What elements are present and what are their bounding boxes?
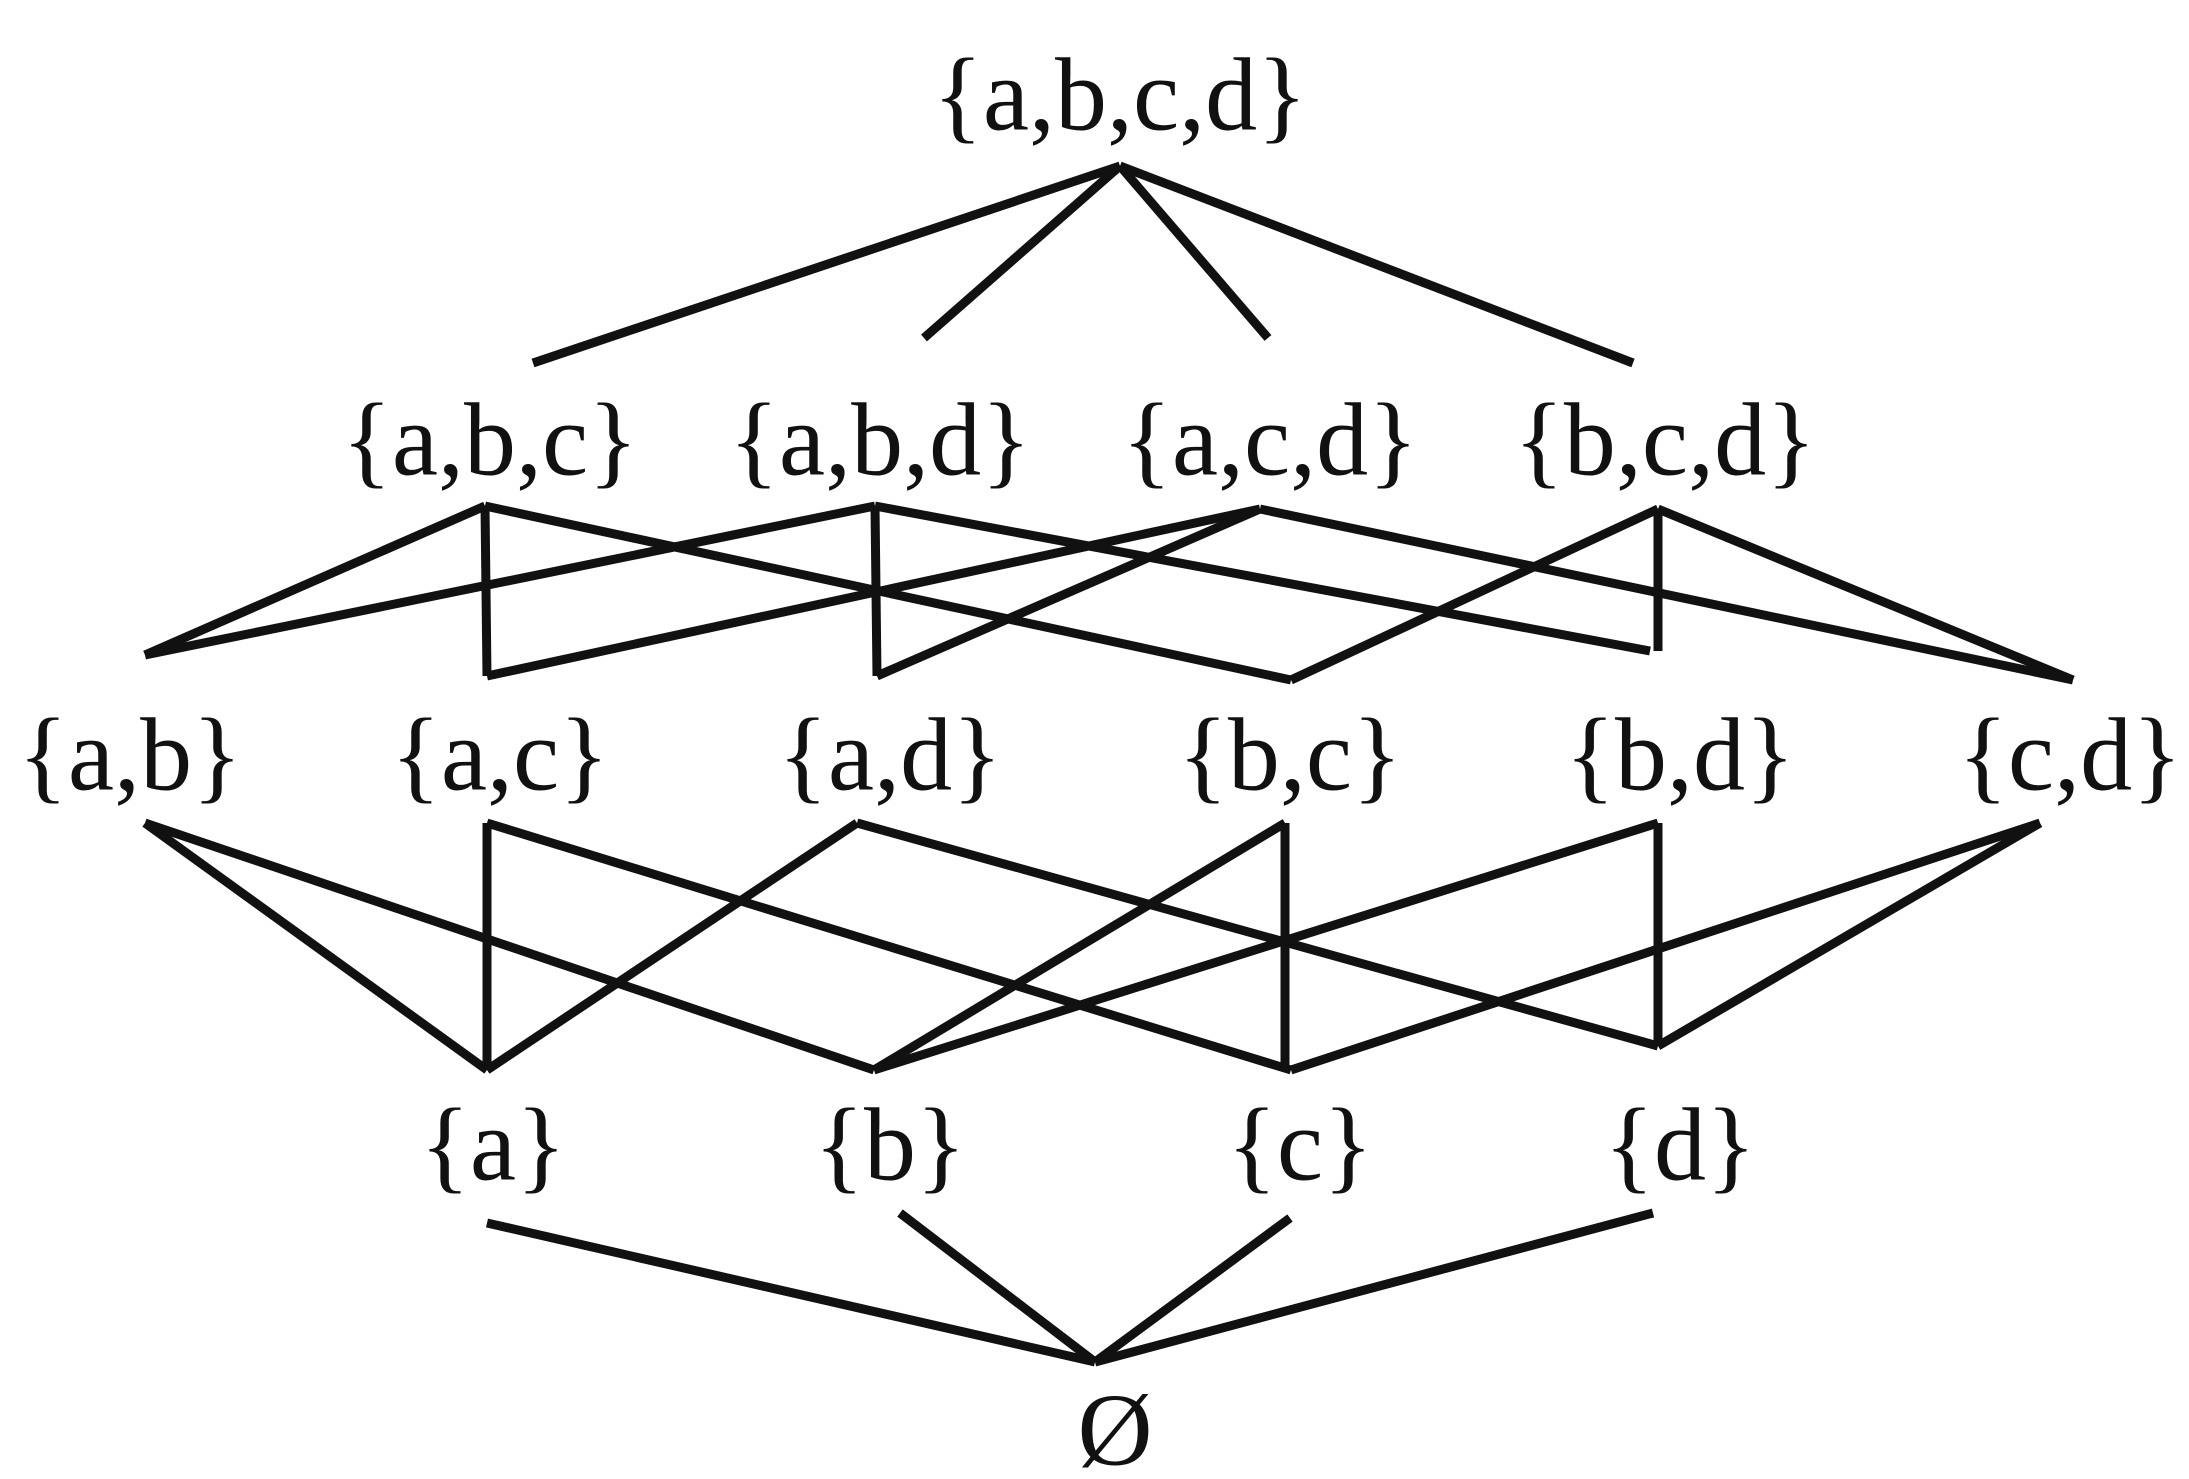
node-label-ac: {a,c} bbox=[391, 698, 609, 813]
edge-a-to-empty bbox=[485, 1218, 1097, 1367]
node-label-bcd: {b,c,d} bbox=[1514, 383, 1816, 498]
edge-acd-to-ac bbox=[486, 504, 1261, 681]
edge-bcd-to-cd bbox=[1656, 504, 2075, 685]
edge-abd-to-ab bbox=[144, 501, 876, 660]
edge-abc-to-ab bbox=[143, 501, 487, 660]
edge-acd-to-ad bbox=[875, 504, 1262, 681]
node-label-d: {d} bbox=[1604, 1088, 1756, 1203]
node-label-abc: {a,b,c} bbox=[342, 383, 638, 498]
edge-abcd-to-abc bbox=[531, 161, 1122, 368]
edge-bd-to-b bbox=[872, 818, 1660, 1075]
edge-d-to-empty bbox=[1093, 1208, 1655, 1367]
edge-cd-to-c bbox=[1289, 818, 2042, 1075]
node-label-bc: {b,c} bbox=[1178, 698, 1402, 813]
edge-bc-to-b bbox=[871, 819, 1288, 1074]
node-label-ad: {a,d} bbox=[778, 698, 1002, 813]
edge-abcd-to-bcd bbox=[1118, 161, 1635, 368]
edge-ad-to-d bbox=[855, 818, 1660, 1051]
node-label-abcd: {a,b,c,d} bbox=[933, 38, 1307, 153]
edge-abcd-to-abd bbox=[921, 162, 1123, 342]
edge-bcd-to-bc bbox=[1289, 504, 1660, 685]
edge-abc-to-ac bbox=[480, 505, 492, 677]
edge-ac-to-c bbox=[485, 818, 1293, 1075]
edge-acd-to-cd bbox=[1259, 504, 2074, 685]
edge-cd-to-d bbox=[1655, 819, 2043, 1050]
node-label-a: {a} bbox=[420, 1088, 566, 1203]
node-label-b: {b} bbox=[814, 1088, 966, 1203]
node-label-abd: {a,b,d} bbox=[729, 383, 1031, 498]
edge-b-to-empty bbox=[897, 1209, 1098, 1366]
node-label-cd: {c,d} bbox=[1958, 698, 2182, 813]
lattice-node-labels: {a,b,c,d} {a,b,c} {a,b,d} {a,c,d} {b,c,d} {a,… bbox=[18, 38, 2182, 1479]
edge-ab-to-a bbox=[142, 819, 490, 1074]
node-label-empty: Ø bbox=[1077, 1373, 1152, 1479]
edge-ad-to-a bbox=[484, 819, 860, 1074]
edge-abcd-to-acd bbox=[1116, 163, 1272, 341]
node-label-acd: {a,c,d} bbox=[1122, 383, 1418, 498]
edge-c-to-empty bbox=[1092, 1214, 1293, 1366]
lattice-edges bbox=[142, 161, 2075, 1367]
edge-ab-to-b bbox=[143, 818, 876, 1075]
node-label-ab: {a,b} bbox=[18, 698, 242, 813]
node-label-bd: {b,d} bbox=[1565, 698, 1795, 813]
node-label-c: {c} bbox=[1227, 1088, 1373, 1203]
edge-abd-to-bd bbox=[874, 501, 1651, 656]
